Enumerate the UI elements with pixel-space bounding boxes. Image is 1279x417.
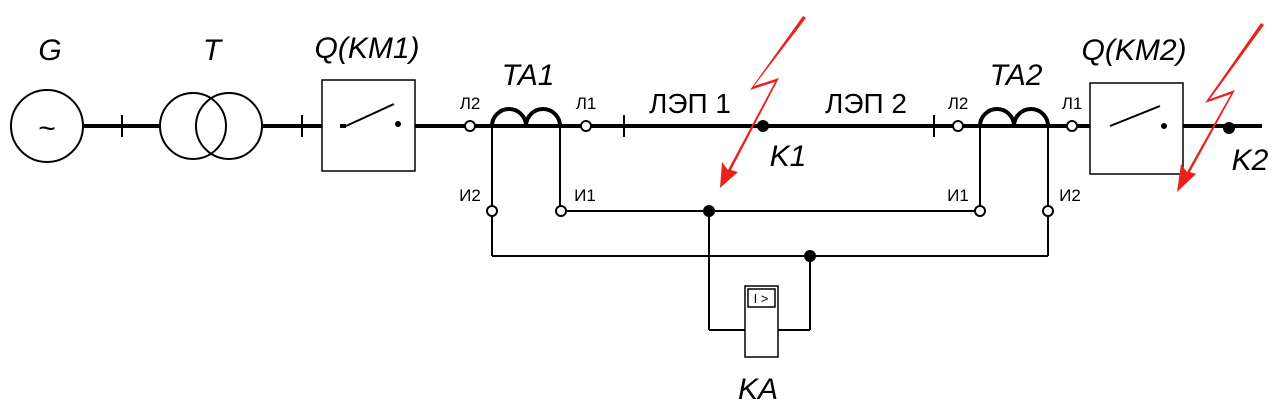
fault-point <box>1223 122 1235 134</box>
terminal <box>486 205 498 217</box>
breaker-contact <box>345 103 395 127</box>
fault-k2: K2 <box>1177 23 1269 192</box>
fault-arrow-icon <box>720 16 806 188</box>
fault-point <box>757 120 769 132</box>
line-2-label: ЛЭП 2 <box>825 88 907 119</box>
ct2-terminal-l2: Л2 <box>948 94 969 113</box>
terminal <box>952 120 964 132</box>
breaker-km1-label: Q(KM1) <box>315 32 420 65</box>
terminal <box>1042 205 1054 217</box>
terminal <box>974 205 986 217</box>
generator: ~ G <box>10 34 84 163</box>
ct1-terminal-i2: И2 <box>459 186 481 205</box>
breaker-km1: Q(KM1) <box>315 32 420 172</box>
fault-k2-label: K2 <box>1232 144 1269 177</box>
relay-label: KA <box>738 373 778 406</box>
terminal <box>580 120 592 132</box>
fault-k1-label: K1 <box>770 140 807 173</box>
ct2-terminal-i2: И2 <box>1059 186 1081 205</box>
current-transformer-ta2: TA2 Л2 Л1 И1 И2 <box>947 59 1083 217</box>
junction-node <box>804 250 816 262</box>
ct2-label: TA2 <box>990 59 1043 92</box>
breaker-contact <box>1109 105 1161 127</box>
ct1-terminal-i1: И1 <box>574 186 596 205</box>
ct1-terminal-l1: Л1 <box>576 94 597 113</box>
ct1-terminal-l2: Л2 <box>460 94 481 113</box>
ct2-terminal-l1: Л1 <box>1062 94 1083 113</box>
current-transformer-ta1: TA1 Л2 Л1 И2 И1 <box>459 59 597 217</box>
fault-k1: K1 <box>720 16 806 188</box>
breaker-km2-label: Q(KM2) <box>1082 34 1187 67</box>
generator-label: G <box>38 34 61 67</box>
ct2-terminal-i1: И1 <box>947 186 969 205</box>
transformer-label: T <box>203 34 224 67</box>
current-relay-ka: I > KA <box>738 285 779 406</box>
terminal <box>555 205 567 217</box>
secondary-circuit <box>491 205 1049 331</box>
terminal <box>464 120 476 132</box>
generator-symbol: ~ <box>38 112 56 145</box>
ct1-label: TA1 <box>502 59 555 92</box>
breaker-km2: Q(KM2) <box>1082 34 1187 175</box>
terminal <box>1066 120 1078 132</box>
relay-symbol: I > <box>754 291 769 306</box>
transformer: T <box>159 34 263 160</box>
junction-node <box>703 205 715 217</box>
line-1-label: ЛЭП 1 <box>649 88 731 119</box>
fault-arrow-icon <box>1177 23 1264 192</box>
